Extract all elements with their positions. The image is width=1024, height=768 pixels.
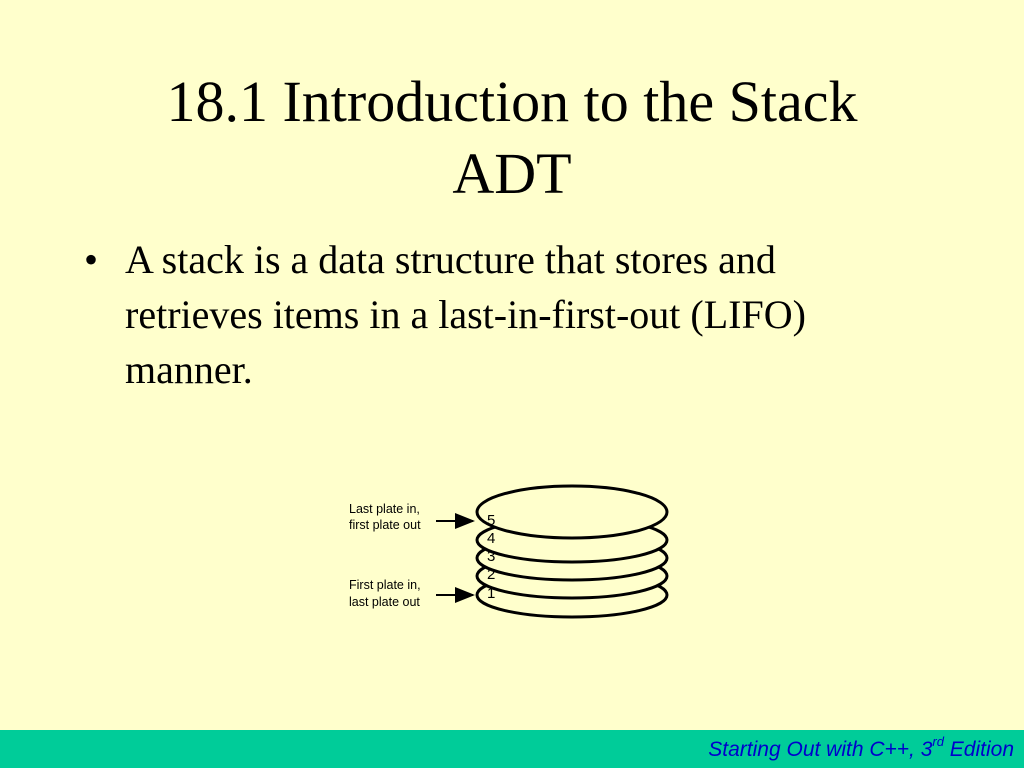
- plate-number-2: 2: [487, 566, 495, 583]
- plate-number-5: 5: [487, 512, 495, 529]
- footer-text-sup: rd: [932, 734, 944, 749]
- plate-stack-figure: 5 4 3 2 1 Last plate in, first plate out…: [349, 484, 669, 619]
- bullet-line-1: A stack is a data structure that stores …: [125, 237, 776, 282]
- bottom-label-line-1: First plate in,: [349, 578, 421, 592]
- footer-bar: Starting Out with C++, 3rd Edition: [0, 730, 1024, 768]
- plate-5: [475, 484, 669, 540]
- bullet-list: • A stack is a data structure that store…: [82, 232, 942, 397]
- bullet-item: • A stack is a data structure that store…: [82, 232, 942, 397]
- footer-text: Starting Out with C++, 3rd Edition: [708, 734, 1014, 762]
- plate-number-1: 1: [487, 585, 495, 602]
- footer-text-main: Starting Out with C++, 3: [708, 738, 933, 761]
- bullet-line-2: retrieves items in a last-in-first-out (…: [125, 292, 806, 337]
- bullet-line-3: manner.: [125, 347, 253, 392]
- bullet-marker: •: [84, 237, 99, 282]
- slide-title: 18.1 Introduction to the Stack ADT: [40, 66, 984, 210]
- footer-text-end: Edition: [943, 738, 1014, 761]
- plate-number-3: 3: [487, 548, 495, 565]
- slide-title-line-2: ADT: [452, 141, 572, 206]
- plate-number-4: 4: [487, 530, 495, 547]
- bottom-label-line-2: last plate out: [349, 595, 420, 609]
- slide-title-line-1: 18.1 Introduction to the Stack: [166, 69, 858, 134]
- top-label-line-1: Last plate in,: [349, 502, 420, 516]
- top-label-line-2: first plate out: [349, 518, 421, 532]
